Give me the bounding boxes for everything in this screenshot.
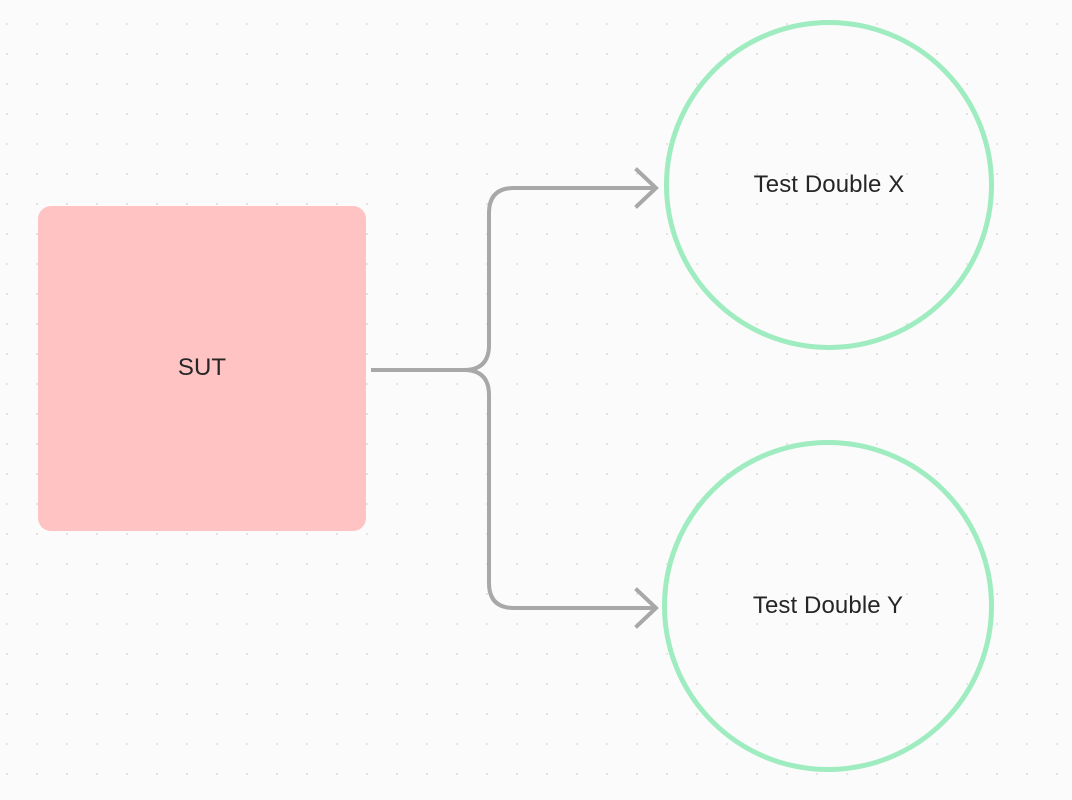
edge-sut-to-test-double-y (371, 368, 655, 610)
node-test-double-y-label: Test Double Y (752, 591, 904, 619)
node-test-double-x[interactable]: Test Double X (664, 20, 994, 350)
arrowhead-icon-test-double-x (634, 167, 659, 209)
node-test-double-y[interactable]: Test Double Y (662, 440, 994, 772)
edge-sut-to-test-double-x (371, 186, 655, 372)
node-test-double-x-label: Test Double X (753, 170, 905, 198)
node-sut[interactable]: SUT (38, 206, 366, 531)
arrowhead-icon-test-double-y (634, 587, 659, 629)
node-sut-label: SUT (177, 354, 227, 382)
